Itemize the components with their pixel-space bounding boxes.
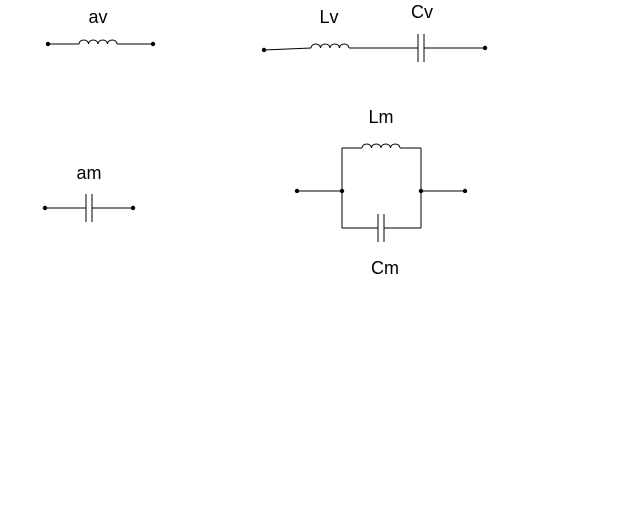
parallel-lm-cm-circuit: Lm Cm xyxy=(294,107,468,278)
wire-lv-left xyxy=(263,47,312,51)
label-cm: Cm xyxy=(371,258,399,278)
terminal-am-left xyxy=(42,205,48,211)
terminal-av-left xyxy=(45,41,51,47)
series-lv-cv-circuit: Lv Cv xyxy=(261,2,488,62)
terminal-cv-right xyxy=(482,45,488,51)
inductor-lm-coil xyxy=(361,143,401,149)
label-lm: Lm xyxy=(368,107,393,127)
terminal-av-right xyxy=(150,41,156,47)
inductor-lv-coil xyxy=(310,43,350,49)
terminal-lv-left xyxy=(261,47,267,53)
label-lv: Lv xyxy=(319,7,338,27)
terminal-lm-cm-left xyxy=(294,188,300,194)
terminal-am-right xyxy=(130,205,136,211)
label-av: av xyxy=(88,7,107,27)
inductor-av-coil xyxy=(78,39,118,45)
label-am: am xyxy=(76,163,101,183)
junction-left xyxy=(339,188,345,194)
terminal-lm-cm-right xyxy=(462,188,468,194)
junction-right xyxy=(418,188,424,194)
inductor-av-circuit: av xyxy=(45,7,156,47)
label-cv: Cv xyxy=(411,2,433,22)
capacitor-am-circuit: am xyxy=(42,163,136,222)
